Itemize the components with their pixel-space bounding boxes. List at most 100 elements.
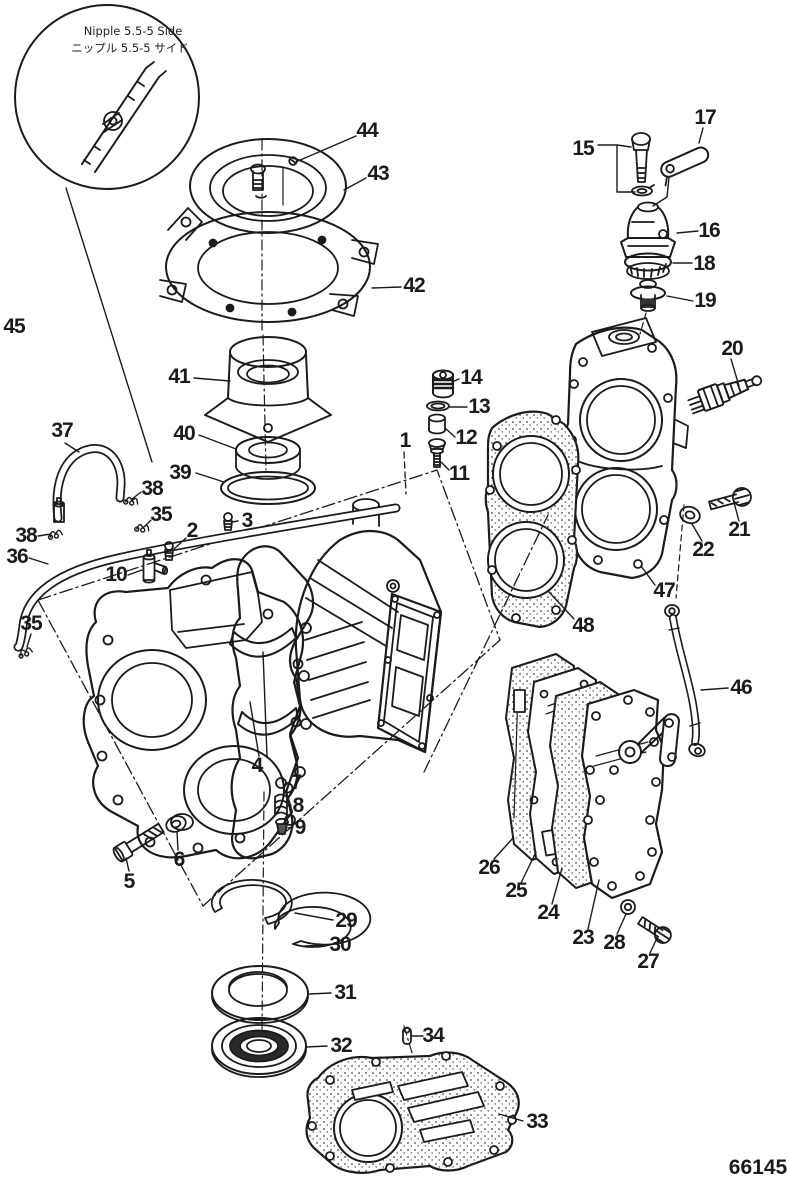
washer-28	[620, 899, 636, 915]
hose-37	[52, 444, 126, 523]
exhaust-cover-23	[580, 688, 680, 900]
callout-37: 37	[51, 419, 73, 442]
callout-4: 4	[251, 754, 264, 777]
callout-3: 3	[241, 509, 254, 532]
inset-detail-circle	[14, 4, 200, 190]
head-gasket-48	[484, 410, 581, 629]
nipple-2	[164, 541, 174, 561]
t-fitting-10	[142, 549, 169, 584]
main-bearing-4	[229, 627, 299, 736]
inset-note-line2: ニップル 5.5-5 サイド	[71, 41, 189, 55]
crankcase-center-half	[229, 545, 315, 860]
callout-40: 40	[173, 422, 195, 445]
dowel-pin-34	[402, 1026, 412, 1045]
callout-33: 33	[526, 1110, 548, 1133]
figure-number: 66145	[728, 1156, 788, 1179]
thermostat-bolt-15	[631, 132, 655, 197]
callout-23: 23	[572, 926, 594, 949]
callout-12: 12	[455, 426, 477, 449]
spark-plug-20	[687, 375, 763, 415]
washer-31	[211, 965, 309, 1024]
callout-46: 46	[730, 676, 752, 699]
callout-8: 8	[292, 794, 305, 817]
callout-20: 20	[721, 337, 743, 360]
cylinder-block-1	[294, 498, 443, 754]
breather-hose-46	[664, 504, 706, 758]
seal-housing-41	[204, 336, 332, 443]
leader-45-line	[65, 187, 153, 463]
callout-13: 13	[468, 395, 490, 418]
thermostat-18	[624, 252, 672, 280]
callout-38a: 38	[141, 477, 163, 500]
shift-linkage-arm	[618, 713, 680, 768]
callout-28: 28	[603, 931, 625, 954]
callout-21: 21	[728, 518, 750, 541]
hose-clamp-38b	[47, 529, 63, 540]
seal-bushing-40	[235, 436, 301, 480]
center-stud	[250, 163, 267, 199]
lever-17	[660, 146, 710, 187]
exhaust-flange	[376, 592, 443, 754]
bolt-27	[637, 916, 672, 944]
base-gasket-33	[305, 1051, 520, 1174]
crankcase-cover-left	[82, 558, 305, 860]
screw-44	[288, 156, 298, 166]
callout-26: 26	[478, 856, 500, 879]
collar-12	[428, 413, 446, 435]
callout-16: 16	[698, 219, 720, 242]
thermostat-axis-dash	[639, 312, 647, 335]
callout-18: 18	[693, 252, 715, 275]
callout-2: 2	[186, 519, 199, 542]
washer-6	[165, 815, 187, 833]
hose-36	[13, 503, 401, 652]
callout-1-leader-dash	[403, 451, 407, 495]
o-ring-39	[220, 471, 316, 505]
head-bolt-21	[708, 487, 752, 511]
assembly-boundary-dashdot	[37, 469, 549, 907]
callout-47: 47	[653, 579, 675, 602]
callout-22: 22	[692, 538, 714, 561]
anode-14	[431, 369, 455, 399]
callout-10: 10	[105, 563, 127, 586]
inset-note-line1: Nipple 5.5-5 Side	[83, 24, 183, 38]
callout-38b: 38	[15, 524, 37, 547]
hose-clamp-35b	[18, 647, 34, 659]
nipple-3	[223, 512, 233, 531]
bolt-11	[428, 438, 446, 468]
callout-34: 34	[422, 1024, 444, 1047]
callout-44: 44	[356, 119, 378, 142]
callout-42: 42	[403, 274, 425, 297]
callout-41: 41	[168, 365, 190, 388]
snap-ring-30	[273, 891, 372, 948]
callout-36: 36	[6, 545, 28, 568]
callout-45: 45	[3, 315, 25, 338]
leader-lines	[26, 127, 740, 1122]
circlip-29	[210, 879, 293, 925]
center-axis-dash	[261, 139, 267, 471]
gasket-13	[426, 400, 450, 412]
callout-29: 29	[335, 909, 357, 932]
callout-15: 15	[572, 137, 594, 160]
callout-17: 17	[694, 106, 716, 129]
hose-clamp-35a	[134, 523, 150, 533]
callout-9: 9	[294, 816, 307, 839]
callout-6: 6	[173, 848, 186, 871]
callout-48: 48	[572, 614, 594, 637]
callout-31: 31	[334, 981, 356, 1004]
thermostat-seal-19	[630, 279, 666, 312]
cylinder-head-47	[563, 317, 689, 580]
callout-24: 24	[537, 901, 559, 924]
callout-27: 27	[637, 950, 659, 973]
callout-19: 19	[694, 289, 716, 312]
callout-30: 30	[329, 933, 351, 956]
oil-seal-32	[211, 1017, 307, 1078]
thermostat-cover-16	[620, 201, 676, 258]
callout-43: 43	[367, 162, 389, 185]
washer-22	[679, 505, 701, 525]
callout-11: 11	[448, 462, 470, 485]
callout-14: 14	[460, 366, 482, 389]
hose-clamp-38a	[123, 496, 139, 506]
callout-1: 1	[399, 429, 412, 452]
